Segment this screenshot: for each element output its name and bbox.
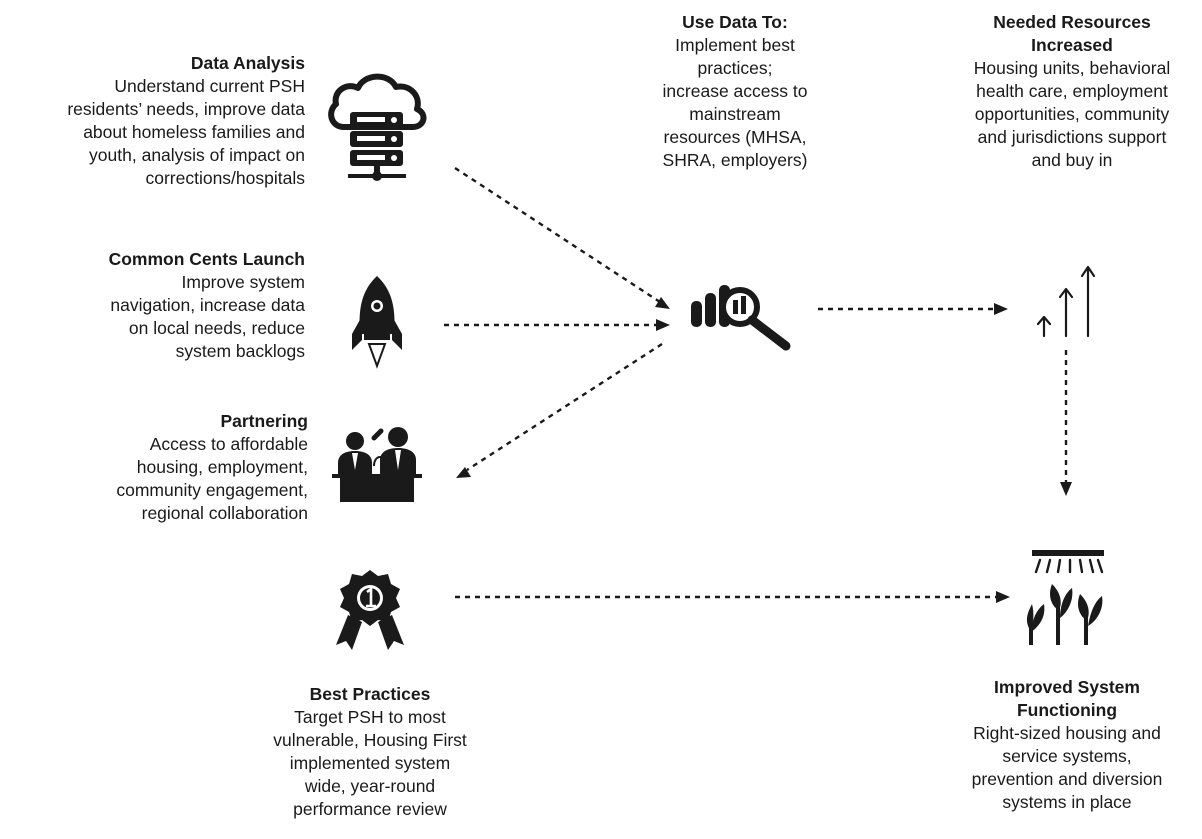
node-text-line: Housing units, behavioral [973, 58, 1171, 78]
node-text-line: residents’ needs, improve data [67, 99, 305, 119]
node-text-line: about homeless families and [83, 122, 305, 142]
node-text-line: wide, year-round [304, 776, 436, 796]
node-text-line: Target PSH to most [294, 707, 446, 727]
node-needed-resources: Needed Resources Increased Housing units… [942, 11, 1202, 172]
node-title: Common Cents Launch [108, 249, 305, 269]
node-text-line: systems in place [1002, 792, 1132, 812]
node-text-line: Access to affordable [149, 434, 308, 454]
arrow-common-cents-to-use-data [444, 319, 670, 331]
node-text-line: and jurisdictions support [977, 127, 1167, 147]
node-text-line: housing, employment, [136, 457, 308, 477]
node-text-line: Improve system [181, 272, 306, 292]
node-common-cents-launch: Common Cents Launch Improve system navig… [0, 248, 305, 363]
node-text-line: mainstream [689, 104, 781, 124]
node-title: Needed Resources [993, 12, 1151, 32]
node-text-line: SHRA, employers) [662, 150, 808, 170]
node-text-line: corrections/hospitals [145, 168, 305, 188]
node-text-line: prevention and diversion [971, 769, 1163, 789]
node-text-line: practices; [697, 58, 773, 78]
node-text-line: performance review [293, 799, 447, 819]
node-title: Improved System [994, 677, 1140, 697]
node-text-line: regional collaboration [141, 503, 308, 523]
node-title: Partnering [220, 411, 308, 431]
arrow-best-practices-to-improved-system [455, 591, 1010, 603]
data-analysis-icon [691, 285, 791, 351]
growth-arrows-icon [1036, 265, 1096, 338]
node-text-line: service systems, [1002, 746, 1132, 766]
arrow-use-data-to-partnering [456, 342, 663, 478]
node-text-line: youth, analysis of impact on [89, 145, 305, 165]
node-best-practices: Best Practices Target PSH to most vulner… [230, 683, 510, 821]
node-title: Data Analysis [190, 53, 305, 73]
node-text-line: health care, employment [976, 81, 1168, 101]
node-text-line: Right-sized housing and [973, 723, 1161, 743]
node-improved-system: Improved System Functioning Right-sized … [932, 676, 1202, 814]
node-text-line: implemented system [289, 753, 451, 773]
node-text-line: increase access to [662, 81, 808, 101]
node-text-line: on local needs, reduce [128, 318, 305, 338]
watering-plants-icon [1026, 550, 1104, 645]
arrow-data-analysis-to-use-data [454, 166, 670, 309]
node-text-line: resources (MHSA, [663, 127, 807, 147]
arrow-needed-resources-to-improved-system [1060, 350, 1072, 496]
arrow-use-data-to-needed-resources [818, 303, 1008, 315]
cloud-server-icon [328, 73, 427, 181]
node-text-line: Understand current PSH [114, 76, 305, 96]
node-text-line: and buy in [1031, 150, 1113, 170]
rocket-icon [352, 276, 402, 369]
node-text-line: community engagement, [116, 480, 308, 500]
node-text-line: Implement best [675, 35, 795, 55]
node-text-line: vulnerable, Housing First [273, 730, 467, 750]
node-title: Best Practices [309, 684, 431, 704]
node-text-line: system backlogs [175, 341, 305, 361]
node-title: Use Data To: [682, 12, 788, 32]
meeting-icon [332, 427, 422, 502]
node-partnering: Partnering Access to affordable housing,… [0, 410, 308, 525]
node-data-analysis: Data Analysis Understand current PSH res… [0, 52, 305, 190]
node-title: Functioning [1016, 700, 1118, 720]
node-text-line: opportunities, community [974, 104, 1170, 124]
node-title: Increased [1031, 35, 1113, 55]
award-badge-icon [336, 570, 404, 650]
node-text-line: navigation, increase data [110, 295, 305, 315]
node-use-data: Use Data To: Implement best practices; i… [610, 11, 860, 172]
